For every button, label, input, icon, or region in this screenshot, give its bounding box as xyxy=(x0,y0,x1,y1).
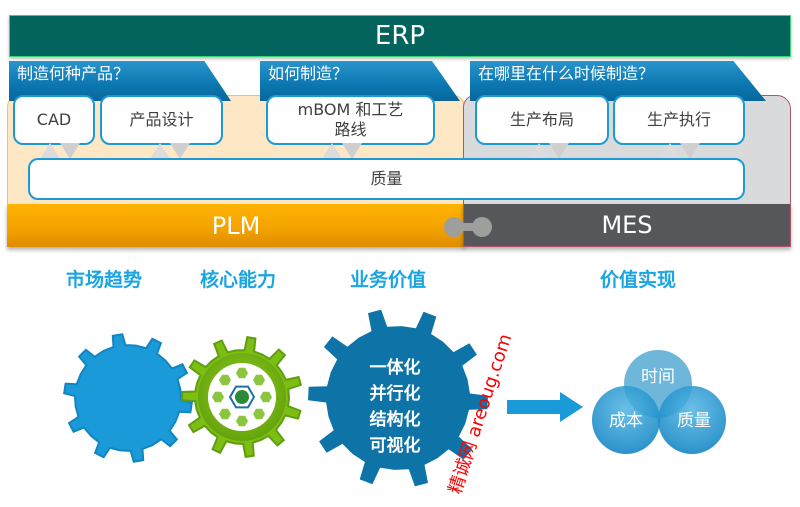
arrow-down-icon xyxy=(680,143,700,159)
arrow-up-icon xyxy=(529,143,549,159)
market-gear-icon xyxy=(63,333,193,463)
hexagon-icon xyxy=(253,408,265,420)
bubble-cost xyxy=(592,386,660,454)
hexagon-icon xyxy=(236,415,248,427)
bubble-quality-label: 质量 xyxy=(677,411,711,431)
section-title-business: 业务价值 xyxy=(350,269,427,291)
arrow-up-icon xyxy=(40,143,60,159)
core-gear-icon xyxy=(181,336,303,459)
question-tab-what: 制造何种产品？ xyxy=(9,61,231,101)
node-production-execution-label: 生产执行 xyxy=(646,110,711,129)
right-arrow-icon xyxy=(507,392,583,422)
hexagon-icon xyxy=(219,374,231,386)
section-title-market: 市场趋势 xyxy=(66,269,143,291)
node-cad-label: CAD xyxy=(36,110,72,129)
node-product-design-label: 产品设计 xyxy=(129,110,194,129)
node-production-execution: 生产执行 xyxy=(613,95,745,145)
hexagon-icon xyxy=(253,374,265,386)
gears-illustration xyxy=(63,309,488,487)
watermark: 精诚网 areoug.com xyxy=(445,331,517,496)
plm-label: PLM xyxy=(211,211,261,240)
mes-label: MES xyxy=(601,211,653,239)
section-title-value: 价值实现 xyxy=(600,269,677,291)
mes-bar: MES xyxy=(463,204,791,247)
business-gear-icon xyxy=(308,309,488,487)
question-tab-where-when: 在哪里在什么时候制造？ xyxy=(470,61,766,101)
node-product-design: 产品设计 xyxy=(100,95,223,145)
arrow-up-icon xyxy=(660,143,680,159)
business-item-concurrency: 并行化 xyxy=(369,384,421,404)
business-item-integration: 一体化 xyxy=(369,358,421,378)
business-item-visualization: 可视化 xyxy=(369,436,421,456)
arrow-down-icon xyxy=(60,143,80,159)
quality-bar-label: 质量 xyxy=(370,169,403,188)
node-mbom-routing: mBOM 和工艺路线 xyxy=(266,95,435,145)
arrow-down-icon xyxy=(342,143,362,159)
hexagon-icon xyxy=(219,408,231,420)
question-how-label: 如何制造？ xyxy=(268,64,349,83)
question-where-when-label: 在哪里在什么时候制造？ xyxy=(478,64,655,83)
bubble-time-label: 时间 xyxy=(641,367,675,387)
hexagon-icon xyxy=(260,391,272,403)
business-gear-items: 一体化 并行化 结构化 可视化 xyxy=(355,355,435,459)
plm-bar: PLM xyxy=(7,204,465,247)
bubble-quality xyxy=(658,386,726,454)
business-item-structure: 结构化 xyxy=(369,410,421,430)
erp-bar: ERP xyxy=(9,15,791,57)
section-title-core: 核心能力 xyxy=(200,269,277,291)
question-what-label: 制造何种产品？ xyxy=(17,64,130,83)
node-cad: CAD xyxy=(13,95,95,145)
arrow-up-icon xyxy=(322,143,342,159)
arrow-up-icon xyxy=(150,143,170,159)
arrow-down-icon xyxy=(549,143,569,159)
hexagon-icon xyxy=(236,367,248,379)
erp-label: ERP xyxy=(374,21,426,51)
hexagon-icon xyxy=(212,391,224,403)
node-mbom-routing-label: mBOM 和工艺路线 xyxy=(297,100,404,139)
question-tab-how: 如何制造？ xyxy=(260,61,460,101)
node-production-layout: 生产布局 xyxy=(475,95,609,145)
arrow-down-icon xyxy=(170,143,190,159)
value-bubbles: 时间 成本 质量 xyxy=(592,350,726,454)
bubble-cost-label: 成本 xyxy=(609,411,643,431)
node-production-layout-label: 生产布局 xyxy=(509,110,574,129)
plm-mes-connector-icon xyxy=(444,217,492,237)
quality-bar: 质量 xyxy=(28,158,745,200)
watermark-text: 精诚网 areoug.com xyxy=(445,331,517,496)
